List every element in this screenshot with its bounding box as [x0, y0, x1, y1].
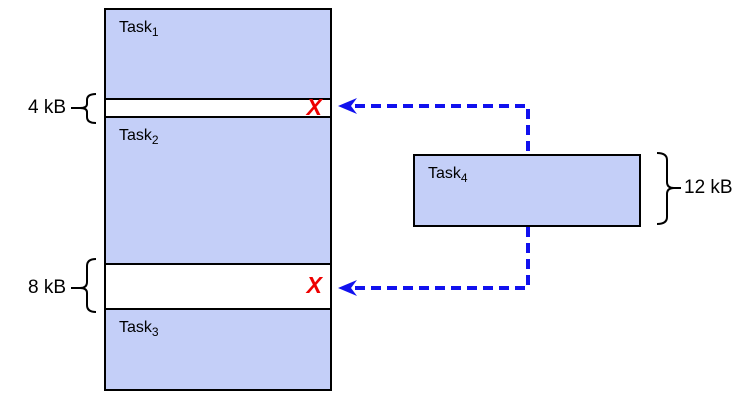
gap-8kb: X — [106, 263, 330, 310]
task3-label: Task3 — [119, 319, 159, 340]
task1-label: Task1 — [119, 19, 159, 40]
task4-size-label: 12 kB — [684, 177, 733, 198]
task3-block: Task3 — [106, 310, 330, 389]
gap-4kb-size-label: 4 kB — [27, 97, 66, 118]
reject-x-icon-8kb: X — [306, 272, 322, 298]
gap-8kb-size-label: 8 kB — [27, 277, 66, 298]
gap-4kb: X — [106, 93, 330, 120]
task1-block: Task1 — [106, 10, 330, 98]
arrowhead-4kb — [338, 98, 357, 114]
brace-4kb — [71, 93, 97, 124]
memory-column: Task1 X Task2 X Task3 — [104, 8, 332, 391]
task2-block: Task2 — [106, 118, 330, 263]
reject-x-icon-4kb: X — [306, 93, 322, 120]
brace-12kb — [656, 152, 681, 225]
arrow-to-4kb-gap — [338, 98, 530, 152]
arrow-to-8kb-gap — [338, 227, 530, 296]
arrowhead-8kb — [338, 280, 357, 296]
task4-block: Task4 — [413, 154, 641, 227]
task2-label: Task2 — [119, 127, 159, 148]
brace-8kb — [71, 258, 97, 313]
task4-label: Task4 — [428, 165, 468, 186]
